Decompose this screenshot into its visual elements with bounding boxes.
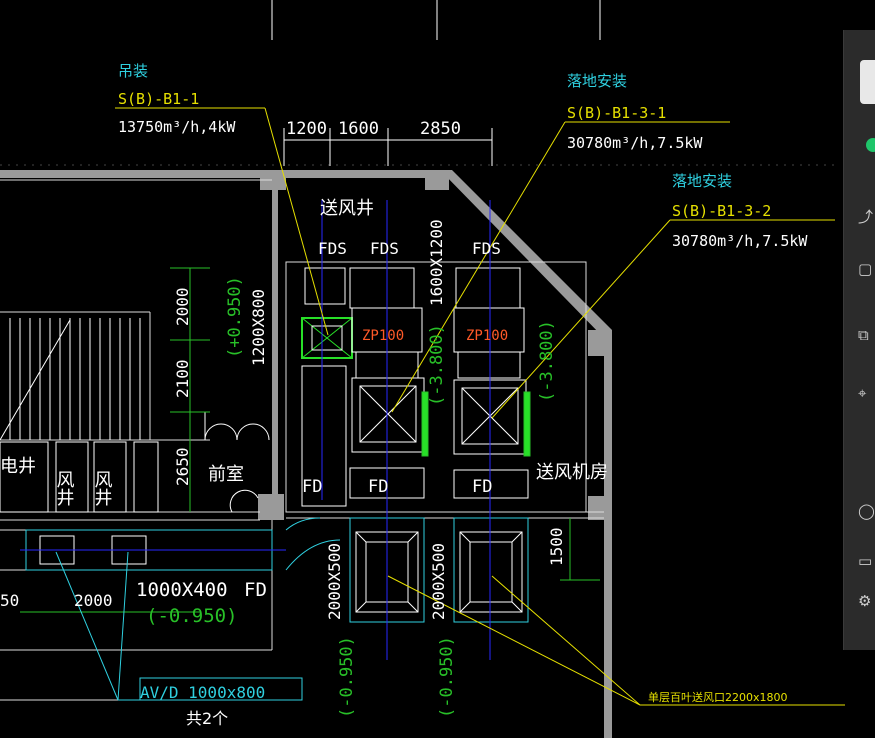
fd-label-4: FD <box>244 579 267 601</box>
electric-shaft-label: 电井 <box>0 456 36 477</box>
elevation-neg0950-1: (-0.950) <box>146 605 238 627</box>
elevation-neg0950-2: (-0.950) <box>337 636 357 718</box>
vestibule-doors <box>204 412 270 513</box>
share-icon[interactable]: ⤴ <box>858 208 874 226</box>
unit-b1-1-spec: 13750m³/h,4kW <box>118 118 236 136</box>
labels-green: (-3.800) (-3.800) (+0.950) (-0.950) (-0.… <box>146 276 557 718</box>
hoist-install-label: 吊装 <box>118 62 148 80</box>
leader-lines <box>115 107 845 706</box>
labels-red: ZP100 ZP100 <box>362 328 508 344</box>
elevation-neg3800-1: (-3.800) <box>427 324 447 406</box>
labels-cyan: 吊装 落地安装 落地安装 AV/D 1000x800 <box>118 62 732 702</box>
fd-label-3: FD <box>472 477 492 497</box>
green-dimensions <box>20 267 600 613</box>
unit-b1-3-1-spec: 30780m³/h,7.5kW <box>567 134 703 152</box>
fd-label-1: FD <box>302 477 322 497</box>
quantity-label: 共2个 <box>186 709 228 728</box>
fd-label-2: FD <box>368 477 388 497</box>
air-shaft-label-2: 风井 <box>92 470 113 506</box>
dim-1200: 1200 <box>286 119 327 139</box>
blue-axes <box>20 200 491 660</box>
duct-1200x800: 1200X800 <box>249 289 268 366</box>
vestibule-label: 前室 <box>208 464 244 485</box>
labels-yellow: S(B)-B1-1 13750m³/h,4kW S(B)-B1-3-1 3078… <box>118 90 808 704</box>
louver-note: 单层百叶送风口2200x1800 <box>648 690 788 704</box>
dim-1600: 1600 <box>338 119 379 139</box>
more-icon[interactable]: ▭ <box>858 552 873 570</box>
top-dimension-line <box>283 128 493 166</box>
duct-1600x1200: 1600X1200 <box>427 219 446 306</box>
status-dot-icon[interactable] <box>866 138 875 152</box>
search-icon[interactable]: ◯ <box>858 502 875 520</box>
stair-hatch <box>0 318 141 441</box>
copy-icon[interactable]: ⧉ <box>858 326 869 344</box>
elevation-neg3800-2: (-3.800) <box>537 320 557 402</box>
supply-shaft-label: 送风井 <box>320 198 374 219</box>
side-toolbar: ⤴ ▢ ⧉ ⌖ ◯ ▭ ⚙ <box>843 30 875 650</box>
elevation-pos0950: (+0.950) <box>225 276 245 358</box>
walls <box>0 170 612 738</box>
dim-2000-horizontal: 2000 <box>74 591 113 610</box>
unit-b1-3-1-label: S(B)-B1-3-1 <box>567 104 666 122</box>
shaft-boxes <box>0 441 159 513</box>
labels-white: 1200 1600 2850 送风井 FDS FDS FDS 1600X1200… <box>0 119 608 728</box>
fds-label-2: FDS <box>370 239 399 258</box>
dim-2100-vertical: 2100 <box>173 359 192 398</box>
zp100-label-2: ZP100 <box>466 328 508 344</box>
duct-2000x500-2: 2000X500 <box>429 543 448 620</box>
grid-lines <box>0 0 840 166</box>
fds-label-1: FDS <box>318 239 347 258</box>
dim-1500: 1500 <box>547 527 566 566</box>
duct-1000x400: 1000X400 <box>136 579 228 601</box>
image-icon[interactable]: ▢ <box>858 260 873 278</box>
unit-b1-3-2-label: S(B)-B1-3-2 <box>672 202 771 220</box>
duct-2000x500-1: 2000X500 <box>325 543 344 620</box>
dim-50: 50 <box>0 591 19 610</box>
unit-b1-3-2-spec: 30780m³/h,7.5kW <box>672 232 808 250</box>
fan-room-label: 送风机房 <box>536 462 608 483</box>
fds-label-3: FDS <box>472 239 501 258</box>
zp100-label-1: ZP100 <box>362 328 404 344</box>
dim-2650-vertical: 2650 <box>173 447 192 486</box>
panel-toggle-button[interactable] <box>860 60 875 104</box>
unit-b1-1-label: S(B)-B1-1 <box>118 90 199 108</box>
floor-install-label-2: 落地安装 <box>672 172 732 190</box>
avd-box-label: AV/D 1000x800 <box>140 683 265 702</box>
floor-install-label-1: 落地安装 <box>567 72 627 90</box>
dim-2850: 2850 <box>420 119 461 139</box>
cyan-leaders <box>55 551 303 701</box>
air-shaft-label-1: 风井 <box>54 470 75 506</box>
settings-icon[interactable]: ⚙ <box>858 592 872 610</box>
dim-2000-vertical: 2000 <box>173 287 192 326</box>
location-icon[interactable]: ⌖ <box>858 384 867 402</box>
elevation-neg0950-3: (-0.950) <box>437 636 457 718</box>
